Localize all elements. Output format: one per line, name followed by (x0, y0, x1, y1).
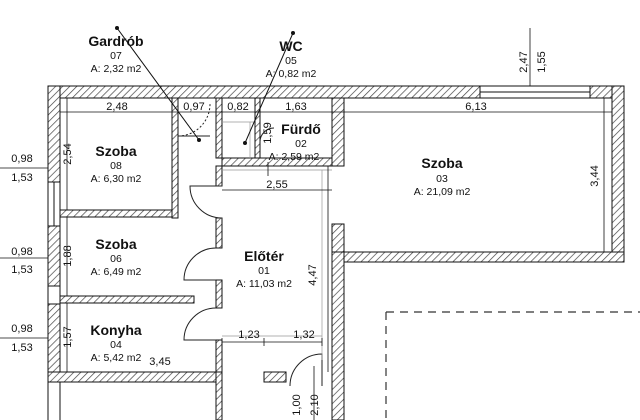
dim-6-13: 6,13 (465, 101, 486, 113)
dim-2-48: 2,48 (106, 101, 127, 113)
leader-dots (115, 26, 295, 145)
windows (47, 85, 590, 420)
room-area-gardrob: A: 2,32 m2 (91, 63, 142, 75)
room-number-konyha: 04 (110, 339, 122, 351)
dim-1-00: 1,00 (291, 394, 303, 415)
window-2-height: 1,53 (11, 264, 32, 276)
leader-lines (116, 27, 294, 144)
dim-2-55: 2,55 (266, 179, 287, 191)
room-area-wc: A: 0,82 m2 (266, 68, 317, 80)
dim-4-47: 4,47 (307, 264, 319, 285)
room-area-szoba-06: A: 6,49 m2 (91, 266, 142, 278)
window-2-width: 0,98 (11, 246, 32, 258)
room-name-konyha: Konyha (90, 322, 142, 338)
room-area-konyha: A: 5,42 m2 (91, 352, 142, 364)
room-name-furdo: Fürdő (281, 121, 321, 137)
room-number-szoba-08: 08 (110, 160, 122, 172)
room-name-szoba-08: Szoba (95, 143, 136, 159)
window-1-width: 0,98 (11, 153, 32, 165)
thin-guides (222, 121, 332, 360)
room-name-szoba-06: Szoba (95, 236, 136, 252)
room-number-szoba-06: 06 (110, 253, 122, 265)
dim-1-59: 1,59 (262, 122, 274, 143)
interior-walls (59, 97, 345, 373)
dim-3-45: 3,45 (149, 356, 170, 368)
dim-0-97: 0,97 (183, 101, 204, 113)
dim-1-57: 1,57 (62, 326, 74, 347)
dim-1-63: 1,63 (285, 101, 306, 113)
room-name-eloter: Előtér (244, 248, 284, 264)
window-3-height: 1,53 (11, 342, 32, 354)
room-number-gardrob: 07 (110, 50, 122, 62)
dashed-lines (385, 311, 640, 420)
room-area-eloter: A: 11,03 m2 (236, 278, 292, 290)
room-name-szoba-03: Szoba (421, 155, 462, 171)
room-area-furdo: A: 2,59 m2 (269, 151, 320, 163)
dim-2-47: 2,47 (518, 51, 530, 72)
dim-0-82: 0,82 (227, 101, 248, 113)
dim-1-88: 1,88 (62, 245, 74, 266)
door-swings (177, 103, 323, 387)
dim-1-55: 1,55 (536, 51, 548, 72)
dim-3-44: 3,44 (589, 165, 601, 186)
room-number-eloter: 01 (258, 265, 270, 277)
dim-1-23: 1,23 (238, 329, 259, 341)
room-number-szoba-03: 03 (436, 173, 448, 185)
dimension-lines (0, 28, 613, 420)
room-area-szoba-08: A: 6,30 m2 (91, 173, 142, 185)
window-3-width: 0,98 (11, 323, 32, 335)
dim-2-10: 2,10 (309, 394, 321, 415)
room-name-wc: WC (279, 38, 302, 54)
room-name-gardrob: Gardrób (88, 33, 143, 49)
room-area-szoba-03: A: 21,09 m2 (414, 186, 471, 198)
room-number-wc: 05 (285, 55, 297, 67)
dim-2-54: 2,54 (62, 143, 74, 164)
room-number-furdo: 02 (295, 138, 307, 150)
dim-1-32: 1,32 (293, 329, 314, 341)
window-1-height: 1,53 (11, 172, 32, 184)
